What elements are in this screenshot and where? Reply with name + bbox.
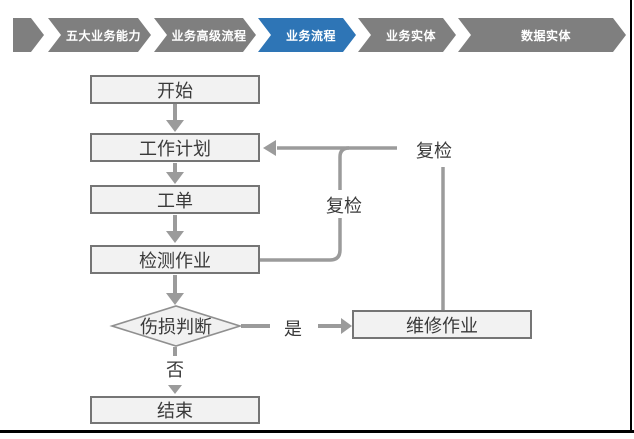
breadcrumb-label: 业务实体 [385,28,436,43]
node-label: 检测作业 [139,250,211,271]
node-work-plan[interactable]: 工作计划 [90,133,260,162]
breadcrumb-label: 业务高级流程 [171,28,247,43]
node-damage-judgment-label: 伤损判断 [112,312,240,340]
node-label: 工作计划 [139,138,211,159]
node-label: 维修作业 [406,315,478,336]
arrowhead-left-icon [263,140,276,156]
recheck-branch-lower-line [259,216,342,262]
node-label: 结束 [157,401,193,421]
slide-bottom-border [0,430,634,433]
node-label: 工单 [157,190,193,211]
breadcrumb-item-business-entity[interactable]: 业务实体 [358,18,456,52]
breadcrumb-label: 业务流程 [285,28,336,43]
edge-label-recheck-repair: 复检 [412,137,456,163]
node-work-order[interactable]: 工单 [90,185,260,214]
node-start[interactable]: 开始 [90,75,260,104]
breadcrumb-item-data-entity[interactable]: 数据实体 [458,18,626,52]
edge-label-recheck-inspection: 复检 [322,192,366,218]
arrowhead-down-icon [166,120,184,132]
breadcrumb-item-advanced-process[interactable]: 业务高级流程 [154,18,256,52]
breadcrumb-label: 数据实体 [520,28,571,43]
breadcrumb-label: 五大业务能力 [65,28,141,43]
recheck-branch-upper-line [338,146,350,190]
arrowhead-down-icon [166,172,184,184]
node-repair-work[interactable]: 维修作业 [352,310,532,339]
edge-label-no: 否 [165,356,185,382]
node-label: 开始 [157,80,193,101]
node-inspection-work[interactable]: 检测作业 [90,245,260,274]
breadcrumb-item-five-capabilities[interactable]: 五大业务能力 [48,18,151,52]
node-label: 伤损判断 [140,317,212,337]
node-end[interactable]: 结束 [90,396,260,424]
edge-label-yes: 是 [283,315,303,341]
slide-right-border [630,0,632,433]
arrowhead-down-icon [166,231,184,243]
node-decision-diamond-shape[interactable] [109,305,243,347]
arrowhead-down-icon [166,293,184,305]
breadcrumb-item-business-process-active[interactable]: 业务流程 [258,18,356,52]
arrowhead-down-icon [168,385,182,394]
arrowhead-right-icon [341,318,352,334]
